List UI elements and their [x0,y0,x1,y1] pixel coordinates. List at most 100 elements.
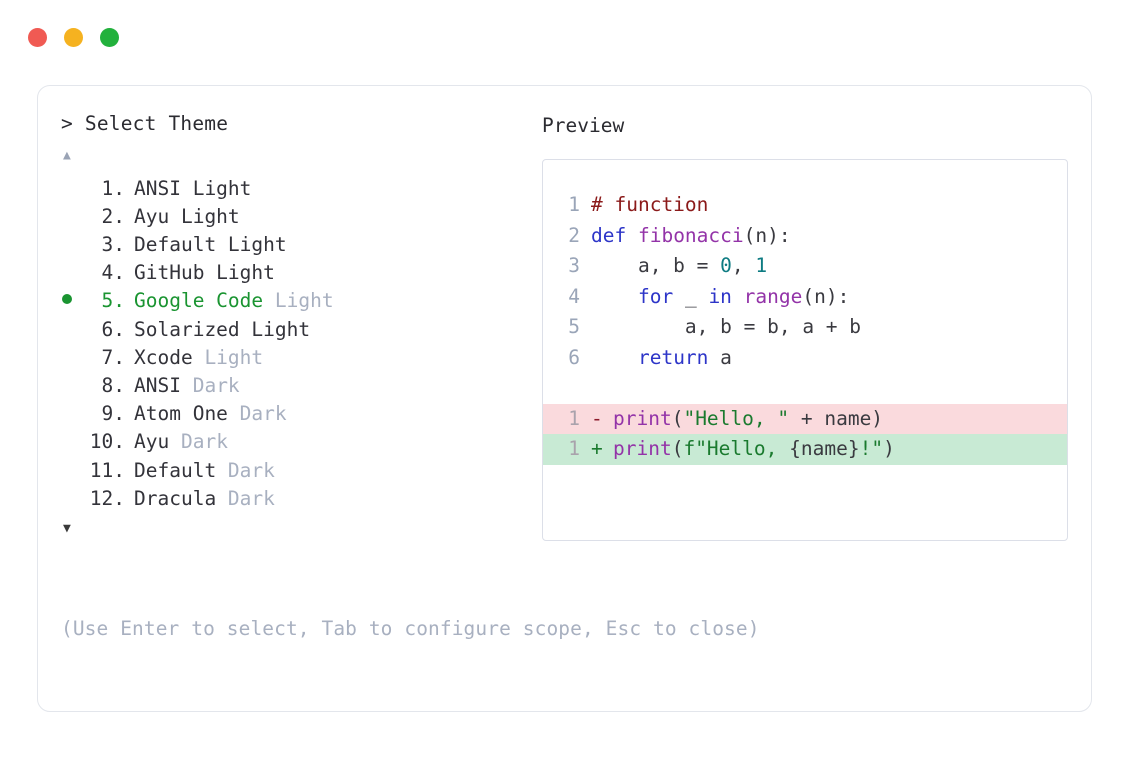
theme-list-item[interactable]: 9. Atom One Dark [61,400,521,428]
code-token [732,285,744,308]
line-number: 1 [568,437,580,460]
diff-plus-marker: + [591,437,603,460]
theme-item-variant: Dark [180,373,240,397]
code-line-content: a, b = 0, 1 [591,251,767,282]
select-theme-prompt: > Select Theme [61,112,229,135]
code-token: fibonacci [637,223,744,247]
code-token: a, b = b, a + b [591,315,862,338]
code-token: "Hello, " [683,406,790,430]
code-token: in [708,284,732,308]
code-line: 3 a, b = 0, 1 [543,251,1067,282]
code-token: f"Hello, [683,437,790,460]
theme-item-index: 10. [89,430,125,454]
theme-item-name: ANSI [134,373,181,397]
theme-item-variant: Dark [216,486,275,510]
theme-list-item[interactable]: 10.Ayu Dark [61,428,521,456]
theme-item-name: Atom One [134,402,228,426]
code-token: !" [859,437,884,460]
code-line: 5 a, b = b, a + b [543,312,1067,343]
theme-list-item[interactable]: 6.Solarized Light [61,316,521,344]
code-token: (n): [802,284,850,308]
code-line: 4 for _ in range(n): [543,282,1067,313]
code-line-content: for _ in range(n): [591,282,849,313]
theme-list-item[interactable]: 3.Default Light [61,231,521,259]
theme-item-name: Google Code [134,289,264,313]
scroll-down-icon[interactable]: ▼ [63,520,71,536]
code-token: 1 [755,254,768,277]
code-line: 1# function [543,190,1067,221]
theme-item-variant: Light [263,289,334,313]
theme-list-item[interactable]: 2.Ayu Light [61,203,521,231]
code-token: (n): [743,223,791,247]
theme-item-index: 7. [101,345,125,369]
theme-list-item[interactable]: 7.Xcode Light [61,344,521,372]
code-line-content: # function [591,190,708,221]
code-line-content: def fibonacci(n): [591,221,791,252]
code-token [591,346,638,369]
code-token: print [613,406,672,430]
line-number: 3 [568,254,580,277]
theme-item-name: Dracula [134,486,217,510]
theme-item-name: GitHub Light [134,261,275,285]
theme-item-index: 5. [101,289,125,313]
preview-label: Preview [542,114,625,137]
theme-item-variant: Dark [227,402,287,426]
selection-dot-icon [62,294,72,305]
theme-item-index: 12. [89,486,125,510]
theme-item-index: 1. [101,176,125,200]
theme-item-index: 11. [89,458,125,482]
theme-list-item[interactable]: 8. ANSI Dark [61,372,521,400]
code-line-content: a, b = b, a + b [591,312,861,343]
code-token: def [591,223,638,247]
theme-item-name: Default [134,458,217,482]
selected-bullet-icon [61,287,83,315]
code-token: print [613,437,672,460]
diff-minus-marker: - [591,406,603,430]
theme-item-index: 8. [101,373,125,397]
diff-line-content: print("Hello, " + name) [613,404,883,435]
theme-item-name: Ayu Light [134,204,240,228]
code-token: ( [671,406,684,430]
code-token: , [731,254,756,277]
code-token [591,285,638,308]
code-token: + name) [789,406,884,430]
theme-item-variant: Light [192,345,264,369]
theme-item-index: 9. [101,402,125,426]
theme-list-item[interactable]: 4. GitHub Light [61,259,521,287]
code-token: range [743,284,803,308]
scroll-up-icon[interactable]: ▲ [63,147,71,163]
line-number: 4 [568,284,580,308]
keyboard-hint: (Use Enter to select, Tab to configure s… [61,617,760,640]
theme-list-item[interactable]: 12. Dracula Dark [61,485,521,513]
theme-list-item[interactable]: 1.ANSI Light [61,175,521,203]
diff-line-content: print(f"Hello, {name}!") [613,434,895,465]
line-number: 2 [568,223,580,247]
diff-removed-line: 1-print("Hello, " + name) [543,403,1067,435]
minimize-button[interactable] [64,28,83,47]
code-token: a [708,345,732,369]
line-number: 1 [568,406,580,430]
theme-item-index: 6. [101,317,125,341]
theme-list-item[interactable]: 5. Google Code Light [61,287,521,315]
maximize-button[interactable] [100,28,119,47]
theme-item-index: 4. [101,261,125,285]
code-line-content: return a [591,343,732,374]
code-token: a, b = [591,254,721,277]
code-token: # function [591,193,709,216]
close-button[interactable] [28,28,47,47]
theme-item-variant: Dark [216,458,275,482]
line-number: 6 [568,345,580,369]
code-token: _ [673,284,709,308]
theme-item-name: Ayu [134,430,170,454]
code-line: 6 return a [543,343,1067,374]
code-token: ( [671,437,684,460]
theme-list-item[interactable]: 11. Default Dark [61,457,521,485]
diff-sample: 1-print("Hello, " + name)1+print(f"Hello… [543,403,1067,465]
theme-item-index: 3. [101,232,125,256]
